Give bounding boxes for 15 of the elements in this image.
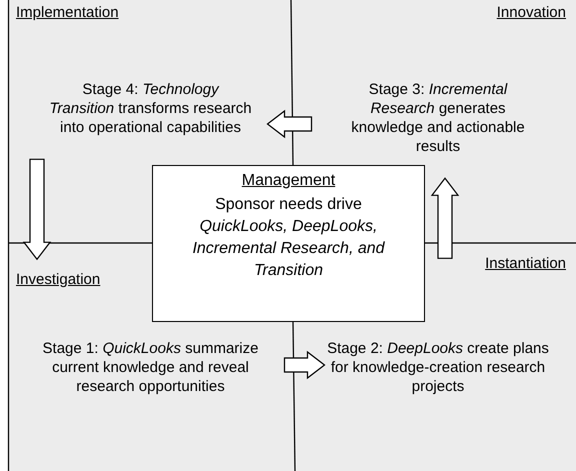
stage-description: Stage 4: Technology Transition transforms research into operational capabilities (48, 80, 253, 137)
block-arrow (22, 158, 52, 260)
section-heading: Innovation (496, 4, 566, 21)
block-arrow (284, 350, 326, 380)
box-description: Sponsor needs drive QuickLooks, DeepLooks, Incremental Research, and Transition (191, 195, 386, 281)
stage-description: Stage 3: Incremental Research generates knowledge and actionable results (350, 80, 526, 156)
section-heading: Instantiation (485, 255, 566, 272)
section-heading: Investigation (16, 271, 100, 288)
management-box (152, 165, 425, 322)
block-arrow (430, 177, 460, 259)
block-arrow (266, 110, 312, 138)
section-heading: Implementation (16, 4, 119, 21)
box-heading: Management (242, 172, 336, 190)
stage-description: Stage 1: QuickLooks summarize current knowledge and reveal research opportunities (42, 339, 260, 396)
stage-description: Stage 2: DeepLooks create plans for knowledge-creation research projects (326, 339, 550, 396)
